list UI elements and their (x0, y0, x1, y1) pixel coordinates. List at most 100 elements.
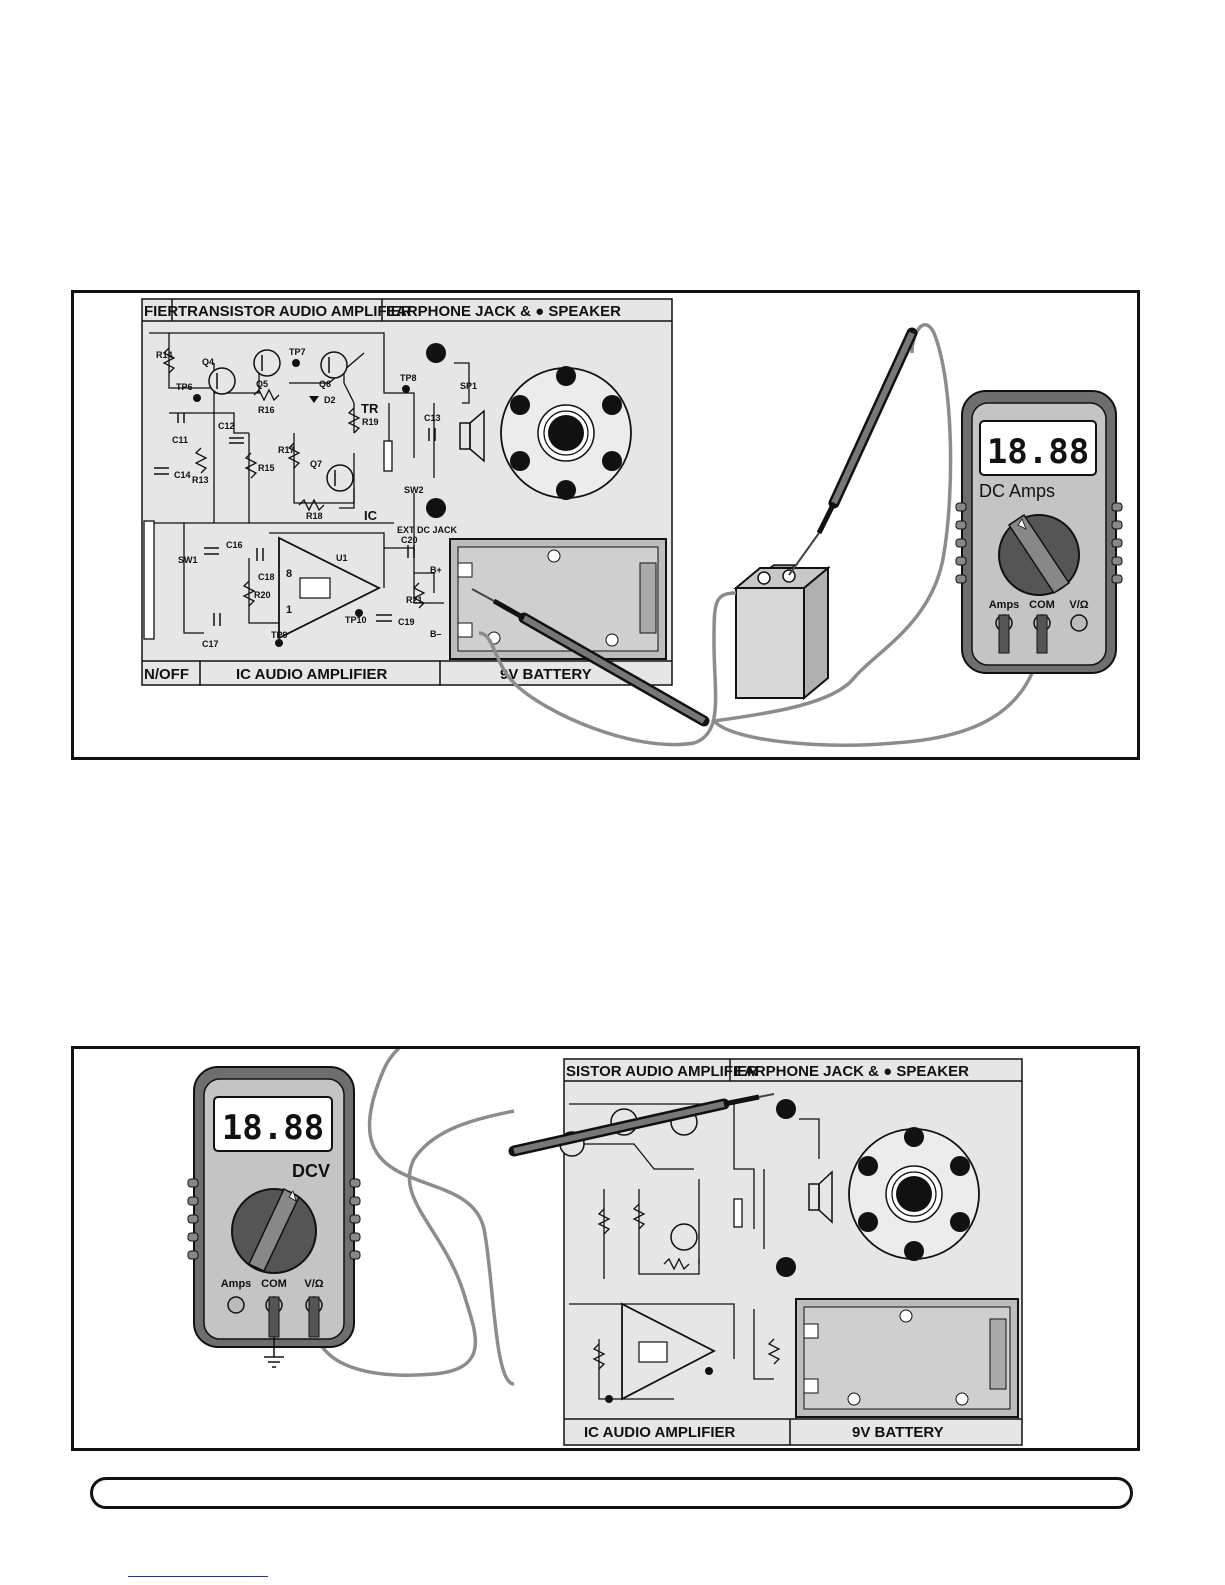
probe-dcv (508, 1093, 775, 1157)
ext-dc-jack-dot (426, 498, 446, 518)
figure-2-diagram: SISTOR AUDIO AMPLIFIER EARPHONE JACK & ●… (187, 1007, 1023, 1446)
jack-amps-label-2: Amps (221, 1278, 252, 1290)
tp10-dot (355, 609, 363, 617)
svg-text:R21: R21 (406, 595, 423, 605)
svg-text:SW1: SW1 (178, 555, 198, 565)
svg-text:C17: C17 (202, 639, 219, 649)
section-transistor-amp: TRANSISTOR AUDIO AMPLIFIER (178, 303, 412, 320)
transistor-q5 (253, 349, 281, 377)
ground-icon (264, 1337, 284, 1368)
diode-d2 (309, 396, 319, 403)
ext-dc-jack-dot-2 (776, 1257, 796, 1277)
dial-pointer (1007, 513, 1071, 595)
svg-text:1: 1 (286, 604, 292, 616)
svg-text:C11: C11 (172, 435, 188, 445)
section-ic-amp-2: IC AUDIO AMPLIFIER (584, 1424, 736, 1441)
svg-text:C19: C19 (398, 617, 415, 627)
svg-text:TP6: TP6 (176, 382, 193, 392)
jack-v-label: V/Ω (1069, 599, 1088, 611)
svg-text:C16: C16 (226, 540, 243, 550)
jack-amps-2[interactable] (227, 1296, 245, 1314)
svg-text:TP8: TP8 (400, 373, 417, 383)
speaker-mount (500, 366, 632, 500)
section-battery: 9V BATTERY (500, 666, 592, 683)
svg-text:EXT DC JACK: EXT DC JACK (397, 525, 458, 535)
svg-text:Q6: Q6 (319, 379, 331, 389)
ic-socket (299, 577, 331, 599)
svg-text:C18: C18 (258, 572, 275, 582)
section-battery-2: 9V BATTERY (852, 1424, 944, 1441)
section-earphone-speaker: EARPHONE JACK & ● SPEAKER (386, 303, 621, 320)
earphone-jack-dot-2 (776, 1099, 796, 1119)
jack-amps-label: Amps (989, 599, 1020, 611)
tp9-dot (275, 639, 283, 647)
meter-display: 18.88 (987, 432, 1089, 472)
svg-text:U1: U1 (336, 553, 348, 563)
switch-tr-block (383, 440, 393, 472)
transistor-q7 (326, 464, 354, 492)
speaker-sp1-2 (799, 1118, 833, 1224)
component-labels: Q4 Q5 Q6 Q7 TP6 TP7 TP8 TP9 TP10 R13 R14… (156, 347, 477, 649)
section-ic-amp: IC AUDIO AMPLIFIER (236, 666, 388, 683)
resistors (162, 347, 426, 609)
speaker-sp1 (454, 362, 485, 463)
figure-1-frame: FIER TRANSISTOR AUDIO AMPLIFIER EARPHONE… (71, 290, 1140, 760)
multimeter-dc-amps: 18.88 DC Amps Amps COM V/Ω (955, 390, 1123, 674)
switch-sw1-block (143, 520, 155, 640)
tp6-dot (193, 394, 201, 402)
bottom-caption-bar (90, 1477, 1133, 1509)
test-lead-wires (478, 323, 1041, 747)
transistor-q6 (320, 351, 348, 379)
circuit-wiring (149, 332, 444, 634)
svg-text:R17: R17 (278, 445, 295, 455)
svg-text:R16: R16 (258, 405, 275, 415)
svg-text:IC: IC (364, 508, 378, 523)
speaker-mount-2 (848, 1127, 980, 1261)
op-amp-u1-2 (621, 1302, 716, 1401)
section-transistor-amp-partial: SISTOR AUDIO AMPLIFIER (566, 1063, 758, 1080)
jack-com-label-2: COM (261, 1278, 287, 1290)
test-lead-wire-2 (367, 1007, 515, 1386)
svg-text:R20: R20 (254, 590, 271, 600)
svg-text:R13: R13 (192, 475, 209, 485)
svg-text:TP7: TP7 (289, 347, 306, 357)
footer-link-underline[interactable] (128, 1576, 268, 1577)
nine-volt-battery (733, 564, 831, 701)
meter-mode-label-2: DCV (292, 1161, 330, 1181)
svg-text:B+: B+ (430, 565, 442, 575)
jack-v[interactable] (1070, 614, 1088, 632)
section-earphone-speaker-2: EARPHONE JACK & ● SPEAKER (734, 1063, 969, 1080)
svg-text:R18: R18 (306, 511, 323, 521)
figure-2-frame: SISTOR AUDIO AMPLIFIER EARPHONE JACK & ●… (71, 1007, 1140, 1451)
svg-text:Q4: Q4 (202, 357, 214, 367)
svg-text:C20: C20 (401, 535, 418, 545)
svg-text:SP1: SP1 (460, 381, 477, 391)
svg-text:TR: TR (361, 401, 379, 416)
svg-text:TP10: TP10 (345, 615, 367, 625)
svg-text:C12: C12 (218, 421, 235, 431)
svg-text:TP9: TP9 (271, 630, 288, 640)
svg-text:B–: B– (430, 629, 442, 639)
meter-mode-label: DC Amps (979, 481, 1055, 501)
svg-text:Q7: Q7 (310, 459, 322, 469)
dial-pointer-2 (248, 1187, 300, 1272)
section-onoff-partial: N/OFF (144, 666, 189, 683)
svg-text:R14: R14 (156, 350, 173, 360)
multimeter-dcv: 18.88 DCV Amps COM V/Ω (187, 1066, 361, 1368)
meter-display-2: 18.88 (222, 1108, 324, 1148)
svg-text:8: 8 (286, 568, 292, 580)
svg-text:D2: D2 (324, 395, 336, 405)
probe-red (788, 327, 918, 576)
svg-text:SW2: SW2 (404, 485, 424, 495)
svg-text:R15: R15 (258, 463, 275, 473)
tp7-dot (292, 359, 300, 367)
earphone-jack-dot (426, 343, 446, 363)
jack-v-label-2: V/Ω (304, 1278, 323, 1290)
section-partial-left: FIER (144, 303, 178, 320)
battery-holder-2 (795, 1298, 1019, 1418)
jack-com-label: COM (1029, 599, 1055, 611)
capacitors (154, 413, 436, 626)
probe-black (471, 588, 710, 727)
svg-text:C13: C13 (424, 413, 441, 423)
svg-text:R19: R19 (362, 417, 379, 427)
